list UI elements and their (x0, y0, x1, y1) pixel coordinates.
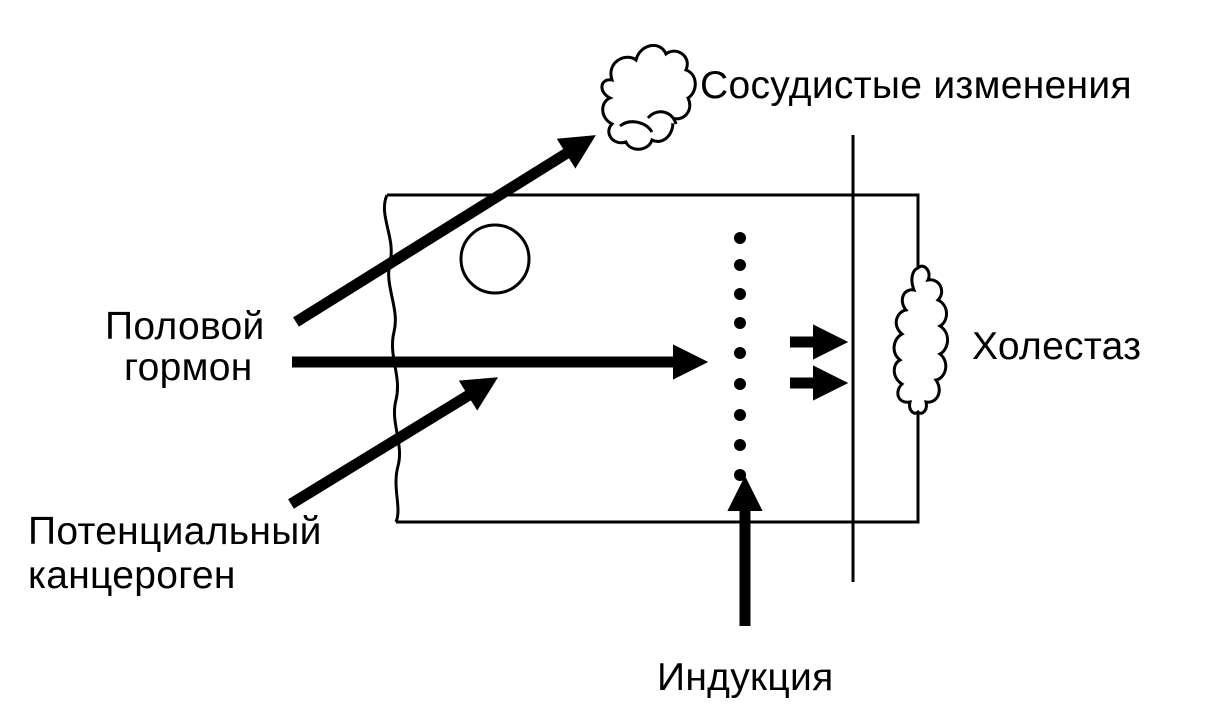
label-vascular-changes: Сосудистые изменения (700, 64, 1132, 107)
arrow-carcinogen-to-cell (288, 377, 499, 509)
nucleus (459, 223, 531, 295)
label-induction: Индукция (657, 656, 834, 699)
label-sex-hormone-line1: Половой (105, 305, 265, 348)
label-carcinogen-line1: Потенциальный (28, 510, 322, 553)
label-carcinogen-line2: канцероген (28, 554, 236, 597)
arrow-to-vascular-changes (293, 135, 596, 327)
label-cholestasis: Холестаз (972, 325, 1142, 368)
vascular-change-blob (600, 44, 697, 151)
cholestasis-blob (892, 264, 949, 415)
induction-dotted-line (734, 232, 746, 481)
label-sex-hormone-line2: гормон (124, 346, 253, 389)
